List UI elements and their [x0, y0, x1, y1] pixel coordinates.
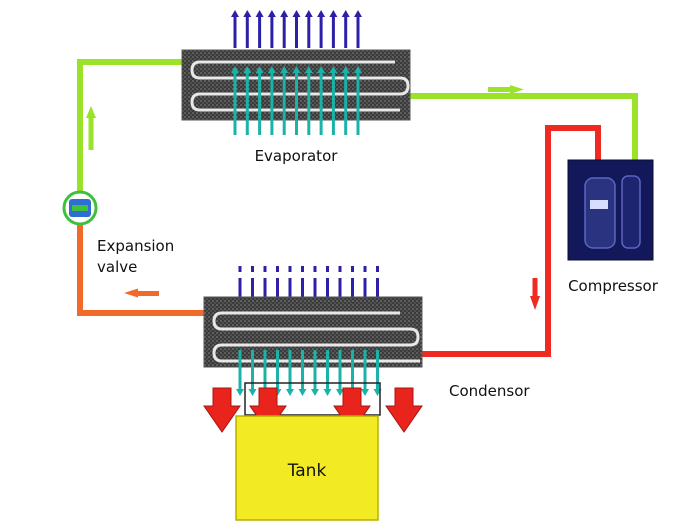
evaporator-air-out-arrow [341, 10, 350, 17]
evaporator-air-in-arrow [304, 66, 313, 73]
condensor-air-out-arrow [323, 389, 332, 396]
evaporator: Evaporator [181, 10, 411, 165]
evaporator-air-out-arrow [317, 10, 326, 17]
heat-outline-box [244, 382, 381, 416]
evaporator-air-out-arrow [267, 10, 276, 17]
condensor-label: Condensor [449, 382, 530, 400]
heat-arrow [203, 387, 241, 433]
evaporator-air-out-arrow [292, 10, 301, 17]
evaporator-outflow-arrows [231, 10, 362, 48]
discharge-pipe [420, 125, 601, 357]
tank: Tank [235, 415, 379, 521]
evaporator-air-in-arrow [267, 66, 276, 73]
evaporator-air-in-arrow [280, 66, 289, 73]
evaporator-air-in-arrow [317, 66, 326, 73]
evaporator-air-in-arrow [231, 66, 239, 73]
condensor-air-out-arrow [298, 389, 307, 396]
suction-pipe-right [410, 93, 638, 165]
condensor-air-out-arrow [311, 389, 319, 396]
compressor-accumulator [621, 175, 641, 249]
evaporator-air-in-arrow [292, 66, 301, 73]
flow-arrow-right-shaft [488, 87, 511, 92]
evaporator-inflow-arrows [231, 66, 362, 135]
evaporator-air-in-arrow [329, 66, 338, 73]
evaporator-air-out-arrow [304, 10, 313, 17]
tank-body [235, 415, 379, 521]
condensor-air-out-arrow [286, 389, 294, 396]
compressor-label: Compressor [568, 277, 659, 295]
flow-arrow-left-shaft [137, 291, 159, 296]
condensor-air-out-arrow [236, 389, 244, 396]
tank-label: Tank [287, 461, 327, 481]
condensor: Condensor [203, 266, 530, 400]
condensor-coil-frame [203, 296, 423, 368]
evaporator-air-out-arrow [243, 10, 252, 17]
compressor: Compressor [567, 159, 659, 295]
expansion-valve-label-line1: Expansion [97, 237, 174, 255]
condensor-air-out-arrow [248, 389, 257, 396]
condensor-air-out-arrow [336, 389, 344, 396]
evaporator-air-out-arrow [280, 10, 289, 17]
flow-arrow-down-shaft [532, 278, 538, 297]
expansion-valve-label-line2: valve [97, 258, 137, 276]
evaporator-air-out-arrow [255, 10, 264, 17]
condensor-coil-pipe [212, 311, 420, 363]
heat-transfer [203, 382, 423, 433]
evaporator-air-in-arrow [341, 66, 350, 73]
expansion-valve: Expansion valve [62, 190, 174, 276]
evaporator-air-in-arrow [255, 66, 264, 73]
condensor-air-out-arrow [361, 389, 369, 396]
evaporator-label: Evaporator [255, 147, 339, 165]
flow-arrow-up [86, 106, 96, 118]
heat-arrows [203, 387, 423, 433]
evaporator-air-in-arrow [354, 66, 362, 73]
expansion-valve-core-detail [72, 205, 88, 211]
flow-arrow-down [530, 296, 540, 310]
evaporator-air-out-arrow [354, 10, 362, 17]
evaporator-air-in-arrow [243, 66, 252, 73]
evaporator-air-out-arrow [231, 10, 239, 17]
flow-arrow-up-shaft [88, 118, 94, 150]
flow-arrow-left [124, 288, 138, 298]
compressor-badge [590, 200, 608, 209]
evaporator-air-out-arrow [329, 10, 338, 17]
evaporator-coil-pipe [190, 60, 410, 112]
compressor-cylinder [584, 177, 616, 249]
flow-arrow-right [510, 85, 524, 94]
heat-arrow [385, 387, 423, 433]
